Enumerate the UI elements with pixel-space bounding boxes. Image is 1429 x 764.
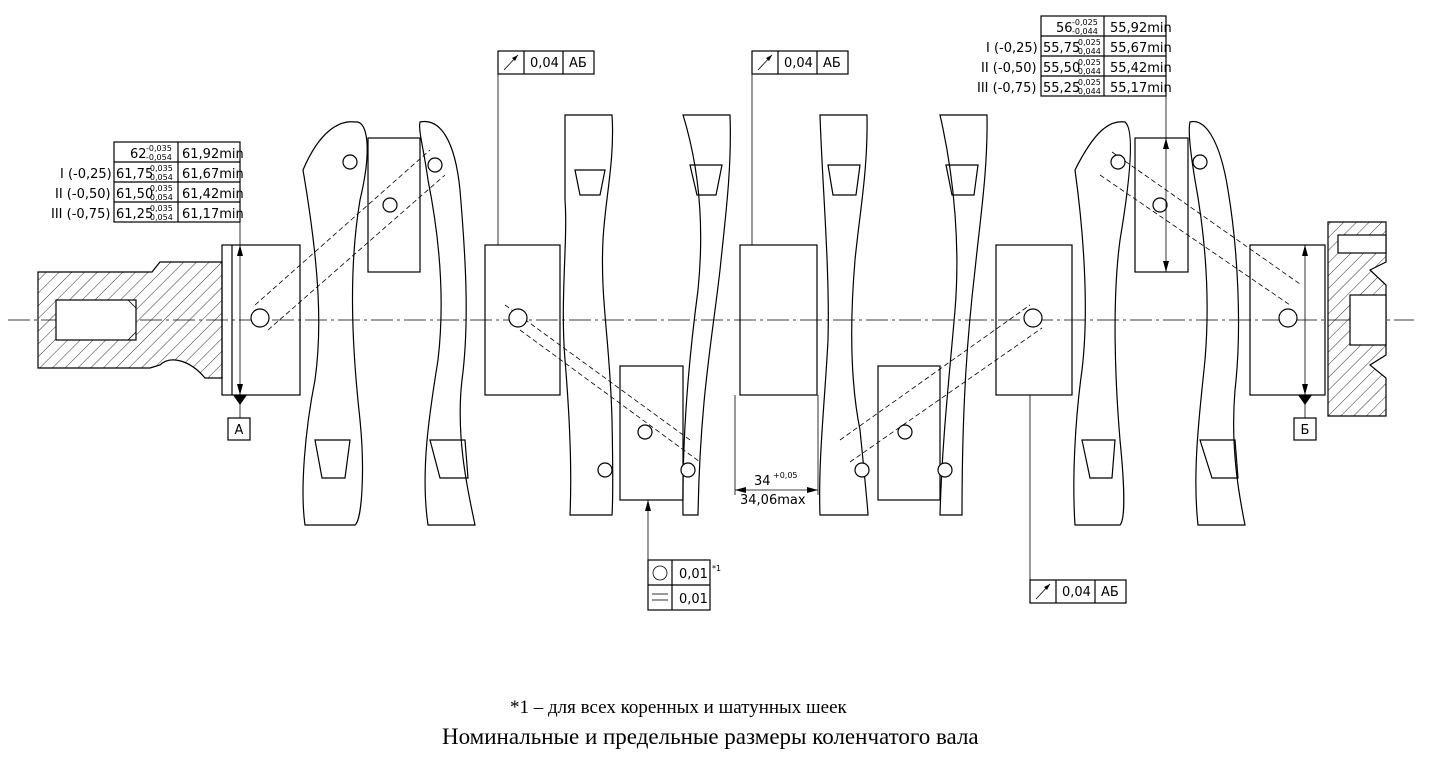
runout-3-datum: АБ (1101, 585, 1119, 600)
rod-row-3-min: 55,17min (1110, 81, 1172, 96)
oil-passages (254, 149, 1301, 463)
rod-row-3-nominal: 55,25 (1043, 81, 1080, 96)
rod-row-1-upper: -0,025 (1075, 38, 1101, 47)
runout-3-value: 0,04 (1062, 585, 1091, 600)
main-row-2-lower: -0,054 (147, 193, 173, 202)
drawing-caption: Номинальные и предельные размеры коленча… (442, 724, 979, 749)
crank-webs (302, 114, 1246, 526)
main-row-0-nominal: 62 (130, 147, 147, 162)
main-row-2-min: 61,42min (182, 187, 244, 202)
datum-a: А (227, 395, 251, 441)
runout-frame-1: 0,04 АБ (497, 50, 595, 75)
datum-a-label: А (235, 423, 244, 438)
main-row-1-lower: -0,054 (147, 173, 173, 182)
main-journal-5 (1249, 244, 1326, 396)
front-nose-section (37, 261, 223, 379)
rod-row-1-nominal: 55,75 (1043, 41, 1080, 56)
runout-1-value: 0,04 (530, 56, 559, 71)
runout-leaders (497, 74, 1031, 580)
rod-journal-1 (367, 137, 421, 273)
rear-flange-section (1327, 221, 1387, 417)
rod-row-2-nominal: 55,50 (1043, 61, 1080, 76)
rod-row-0-upper: -0,025 (1072, 18, 1098, 27)
rod-row-1-grade: I (-0,25) (986, 41, 1038, 56)
main-row-3-lower: -0,054 (147, 213, 173, 222)
main-journal-table: 62 -0,035 -0,054 61,92min I (-0,25) 61,7… (51, 141, 244, 223)
runout-2-datum: АБ (823, 56, 841, 71)
runout-1-datum: АБ (569, 56, 587, 71)
rod-row-3-grade: III (-0,75) (977, 81, 1036, 96)
main-row-2-grade: II (-0,50) (55, 187, 111, 202)
main-journal-4 (995, 244, 1073, 396)
width-max: 34,06max (740, 493, 806, 508)
width-tolerance: +0,05 (773, 471, 798, 480)
rod-row-2-upper: -0,025 (1075, 58, 1101, 67)
main-row-0-min: 61,92min (182, 147, 244, 162)
main-row-0-upper: -0,035 (146, 144, 172, 153)
rod-row-1-min: 55,67min (1110, 41, 1172, 56)
runout-frame-3: 0,04 АБ (1029, 579, 1127, 604)
runout-2-value: 0,04 (784, 56, 813, 71)
main-journal-2 (484, 244, 561, 396)
main-row-1-grade: I (-0,25) (60, 167, 112, 182)
main-row-2-upper: -0,035 (147, 184, 173, 193)
rod-row-3-upper: -0,025 (1075, 78, 1101, 87)
rod-row-0-lower: -0,044 (1072, 27, 1098, 36)
rod-row-2-min: 55,42min (1110, 61, 1172, 76)
main-journal-3 (739, 244, 818, 396)
cylindricity-icon (652, 593, 668, 601)
rod-row-3-lower: -0,044 (1075, 87, 1101, 96)
main-row-1-upper: -0,035 (147, 164, 173, 173)
main-row-3-min: 61,17min (182, 207, 244, 222)
main-row-3-grade: III (-0,75) (51, 207, 110, 222)
rod-row-1-lower: -0,044 (1075, 47, 1101, 56)
footnote-ref: *1 (712, 564, 721, 573)
main-row-2-nominal: 61,50 (116, 187, 153, 202)
form-tolerance-frame: 0,01 0,01 *1 (647, 559, 721, 611)
cylindricity-value: 0,01 (679, 592, 708, 607)
rod-journal-3 (877, 365, 941, 501)
main-row-1-nominal: 61,75 (116, 167, 153, 182)
footnote: *1 – для всех коренных и шатунных шеек (510, 697, 848, 718)
rod-row-0-nominal: 56 (1056, 21, 1073, 36)
rod-journal-2 (619, 365, 684, 501)
main-row-1-min: 61,67min (182, 167, 244, 182)
main-row-3-nominal: 61,25 (116, 207, 153, 222)
main-row-3-upper: -0,035 (147, 204, 173, 213)
runout-frame-2: 0,04 АБ (751, 50, 849, 75)
main-row-0-lower: -0,054 (146, 153, 172, 162)
rod-row-2-lower: -0,044 (1075, 67, 1101, 76)
width-dimension: 34 +0,05 34,06max (734, 395, 819, 508)
roundness-icon (652, 565, 668, 581)
datum-b: Б (1293, 395, 1317, 441)
oil-holes (250, 154, 1298, 478)
rod-row-0-min: 55,92min (1110, 21, 1172, 36)
rod-row-2-grade: II (-0,50) (981, 61, 1037, 76)
rod-journal-table: 56 -0,025 -0,044 55,92min I (-0,25) 55,7… (977, 15, 1172, 97)
width-nominal: 34 (754, 474, 771, 489)
datum-b-label: Б (1301, 423, 1310, 438)
main-journal-1 (221, 244, 301, 396)
diameter-dimensions (237, 96, 1308, 395)
roundness-value: 0,01 (679, 567, 708, 582)
